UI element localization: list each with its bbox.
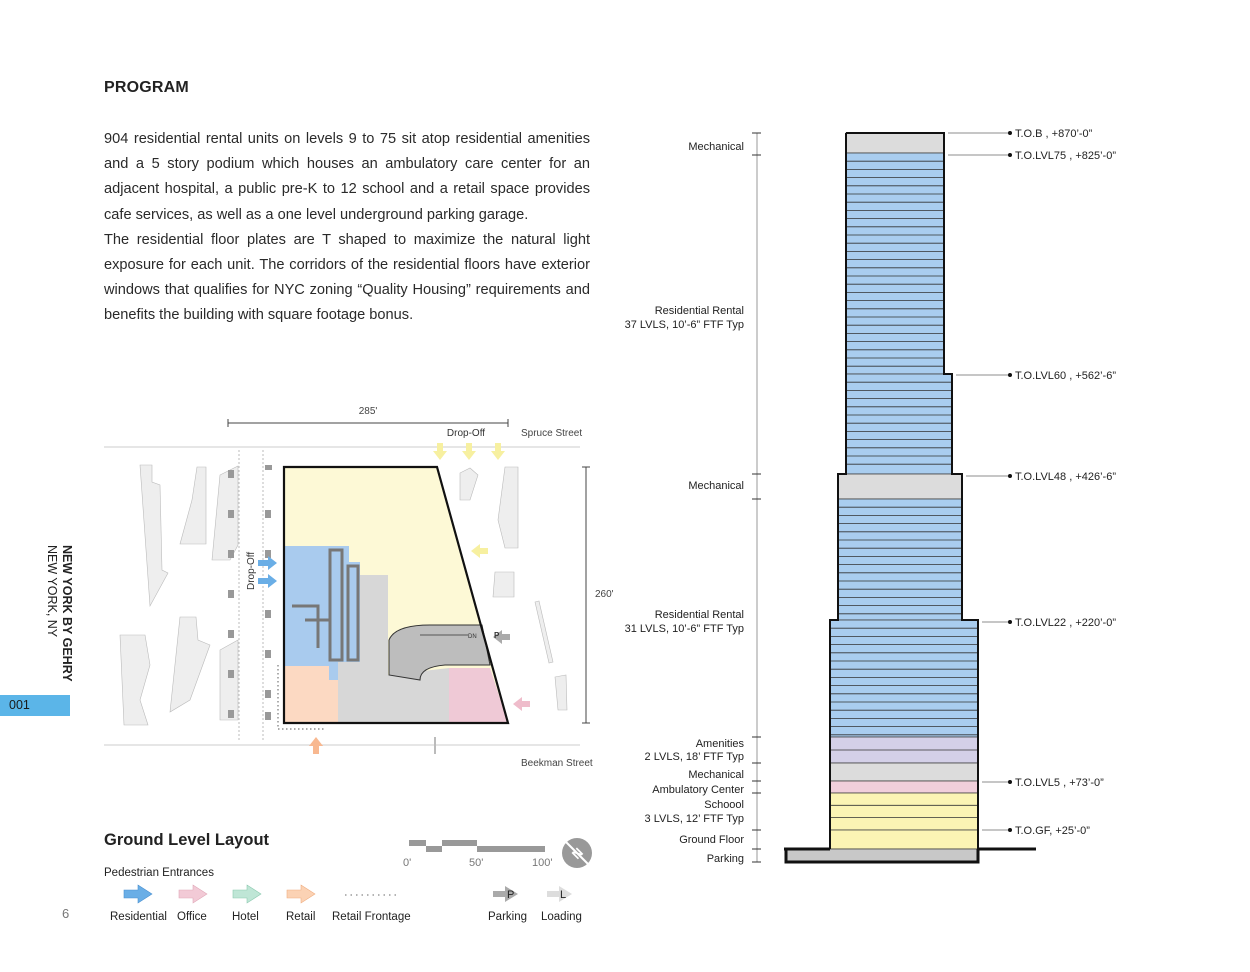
entrance-arrows: P — [258, 443, 530, 754]
program-description: 904 residential rental units on levels 9… — [104, 127, 590, 329]
legend-label: Parking — [488, 911, 527, 923]
program-label: Ground Floor — [679, 834, 744, 846]
paragraph: 904 residential rental units on levels 9… — [104, 131, 590, 223]
retail-arrow-icon — [286, 884, 316, 904]
legend-label: Retail — [286, 911, 315, 923]
elevation-label: T.O.GF, +25’-0” — [1015, 825, 1090, 837]
program-label: Mechanical — [688, 769, 744, 781]
residential-entrance-icon — [258, 574, 277, 588]
plan-title: Ground Level Layout — [104, 831, 270, 849]
legend-label: Loading — [541, 911, 582, 923]
program-label: Schoool — [704, 799, 744, 811]
spruce-street-label: Spruce Street — [521, 428, 582, 439]
program-label: 31 LVLS, 10’-6” FTF Typ — [625, 623, 744, 635]
program-label: Amenities — [696, 738, 745, 750]
residential-lower — [837, 498, 963, 621]
mechanical-top — [845, 132, 945, 154]
page-number: 6 — [62, 906, 70, 921]
school — [829, 792, 979, 831]
residential-upper — [845, 373, 953, 475]
mechanical-podium — [829, 762, 979, 782]
retail-area — [284, 666, 338, 723]
svg-text:P: P — [507, 889, 514, 901]
hotel-arrow-icon — [232, 884, 262, 904]
parking-entrance-icon — [493, 630, 510, 644]
residential-entrance-icon — [258, 556, 277, 570]
page-tab: 001 — [0, 695, 70, 716]
elevation-label: T.O.B , +870’-0” — [1015, 128, 1093, 140]
width-dimension: 285' — [359, 406, 378, 417]
context-buildings — [119, 464, 568, 726]
ground-line — [784, 847, 1036, 864]
height-dimension: 260' — [595, 589, 614, 600]
mechanical-mid — [837, 473, 963, 500]
elevation-label: T.O.LVL48 , +426’-6” — [1015, 471, 1116, 483]
elevation-label: T.O.LVL60 , +562’-6” — [1015, 370, 1116, 382]
legend-label: Office — [177, 911, 207, 923]
program-label: Residential Rental — [655, 609, 744, 621]
legend-label: Residential — [110, 911, 167, 923]
office-area — [449, 668, 508, 723]
loading-arrow-icon — [547, 886, 572, 902]
program-label: 3 LVLS, 12’ FTF Typ — [645, 813, 744, 825]
residential-arrow-icon — [123, 884, 153, 904]
program-label: Residential Rental — [655, 305, 744, 317]
ground-floor — [829, 829, 979, 850]
program-label: Parking — [707, 853, 744, 865]
office-entrance-icon — [513, 697, 530, 711]
legend-heading: Pedestrian Entrances — [104, 867, 214, 879]
parking-ramp — [388, 624, 491, 681]
ground-floor-plan: 285' Drop-Off Spruce Street Beekman Stre… — [104, 406, 614, 769]
elevation-dot — [1008, 780, 1012, 784]
elevation-dot — [1008, 131, 1012, 135]
legend-label: Retail Frontage — [332, 911, 411, 923]
section-title: PROGRAM — [104, 79, 189, 96]
parking-arrow-icon — [493, 886, 518, 902]
svg-text:0': 0' — [403, 857, 411, 869]
program-label: Ambulatory Center — [652, 784, 744, 796]
building-outline — [829, 132, 979, 849]
columns — [228, 465, 272, 720]
svg-text:50': 50' — [469, 857, 483, 869]
core-walls — [292, 548, 360, 662]
elevation-dot — [1008, 828, 1012, 832]
elevation-dot — [1008, 373, 1012, 377]
ramp-label: DN — [468, 634, 477, 640]
site-boundary — [282, 465, 510, 725]
elevation-label: T.O.LVL75 , +825’-0” — [1015, 150, 1116, 162]
program-label: Mechanical — [688, 480, 744, 492]
elevation-dot — [1008, 620, 1012, 624]
ambulatory-center — [829, 780, 979, 794]
program-label: 37 LVLS, 10’-6” FTF Typ — [625, 319, 744, 331]
retail-entrance-icon — [309, 737, 323, 754]
elevation-label: T.O.LVL5 , +73’-0” — [1015, 777, 1104, 789]
svg-text:100': 100' — [532, 857, 552, 869]
legend: P L Residential Office Hotel Retail Reta… — [110, 884, 582, 923]
svg-text:L: L — [560, 889, 566, 901]
north-arrow-icon: N — [562, 838, 592, 868]
beekman-street-label: Beekman Street — [521, 758, 593, 769]
elevation-dot — [1008, 153, 1012, 157]
office-arrow-icon — [178, 884, 208, 904]
residential-lower — [829, 619, 979, 738]
parking — [785, 848, 979, 863]
svg-text:P: P — [494, 631, 500, 640]
drop-off-side-label: Drop-Off — [246, 552, 257, 590]
program-label: Mechanical — [688, 141, 744, 153]
drop-off-label: Drop-Off — [447, 428, 485, 439]
school-entrance-icon — [471, 544, 488, 558]
paragraph: The residential floor plates are T shape… — [104, 231, 590, 324]
elevation-label: T.O.LVL22 , +220’-0” — [1015, 617, 1116, 629]
elevation-dot — [1008, 474, 1012, 478]
program-label: 2 LVLS, 18’ FTF Typ — [645, 751, 744, 763]
scale-bar: 0' 50' 100' — [403, 840, 552, 869]
residential-upper — [845, 152, 945, 375]
core-area — [338, 575, 449, 723]
legend-label: Hotel — [232, 911, 259, 923]
